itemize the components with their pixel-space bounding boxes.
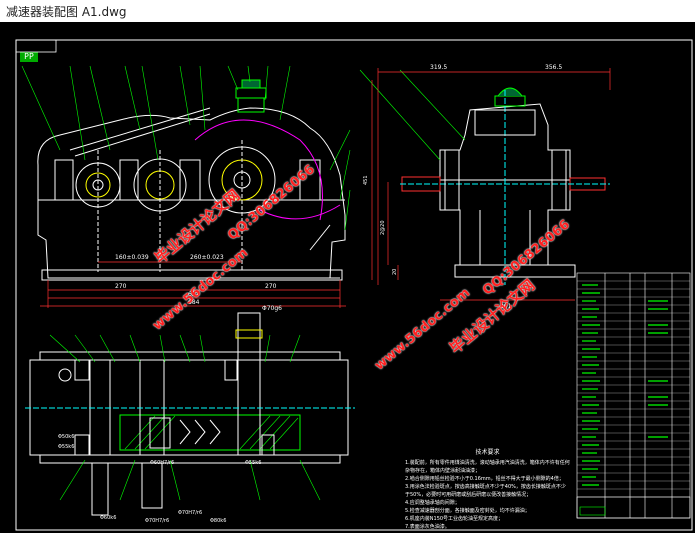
- dim-top-a: Φ50k6: [58, 434, 74, 440]
- top-bolt-1: [58, 368, 72, 382]
- front-boss-2: [119, 159, 139, 201]
- top-bearing-3: [224, 359, 238, 381]
- tech-note-line-7: 7.表面涂灰色油漆。: [405, 524, 450, 530]
- drawing-canvas[interactable]: PP: [0, 22, 695, 533]
- dim-side-top-right: 356.5: [545, 64, 562, 71]
- side-vent-body: [494, 95, 526, 107]
- parts-list-rows: [577, 280, 690, 498]
- parts-list-text-marks: [582, 284, 668, 486]
- front-boss-4: [299, 159, 321, 201]
- front-base-flange: [41, 269, 343, 281]
- top-mid-through: [139, 359, 165, 456]
- dim-top-bottom-b: Φ70H7/r6: [145, 518, 169, 524]
- front-boss-1: [54, 159, 74, 201]
- drawing-border: [15, 39, 693, 531]
- parts-list-frame: [576, 272, 691, 519]
- top-output-shaft: [237, 312, 261, 361]
- dim-side-height: 451: [363, 175, 369, 185]
- dim-top-c: Φ60H7/r6: [150, 460, 174, 466]
- tech-notes: 技术要求 1.装配前，所有零件用煤油清洗，滚动轴承用汽油清洗，箱体内不许有任何杂…: [405, 449, 570, 531]
- side-cover-inner: [474, 109, 536, 136]
- top-bearing-1: [74, 359, 90, 381]
- dim-front-center-left: 160±0.039: [115, 254, 149, 261]
- vent-plug: [241, 79, 261, 89]
- parts-list: [576, 272, 691, 519]
- dim-side-top-left: 319.5: [430, 64, 447, 71]
- dim-top-bottom-d: Φ80k6: [210, 518, 226, 524]
- border-tag-frame: [15, 39, 57, 53]
- tech-note-line-3: 3.用涂色法检验斑点，按齿高接触斑点不少于40%，按齿长接触斑点不少于50%，必…: [405, 484, 566, 498]
- top-housing-flange-bottom: [39, 454, 341, 464]
- side-view: [359, 69, 610, 285]
- top-input-shaft: [91, 462, 109, 516]
- side-leaders: [359, 69, 466, 161]
- window-title: 减速器装配图 A1.dwg: [6, 5, 127, 19]
- tech-note-line-2: 2.啮合侧隙用铅丝检验不小于0.16mm，铅丝不得大于最小侧隙的4倍；: [405, 476, 564, 482]
- top-herringbone: [179, 419, 221, 445]
- layer-tag: PP: [20, 52, 38, 62]
- vent-body: [237, 97, 265, 113]
- dim-front-base-left: 270: [115, 283, 127, 290]
- window-titlebar: 减速器装配图 A1.dwg: [0, 0, 695, 23]
- top-gear-large: [119, 414, 301, 451]
- dim-top-bottom-a: Φ60k6: [100, 515, 116, 521]
- side-vent-cap: [497, 87, 523, 97]
- front-shaft-2-outer: [133, 158, 187, 212]
- top-pinion: [149, 417, 171, 449]
- dim-top-b: Φ55k6: [58, 444, 74, 450]
- cad-drawing: 160±0.039 260±0.023 270 270 622 684: [15, 39, 693, 531]
- top-housing-flange-top: [39, 351, 341, 361]
- dim-top-d: Φ55k6: [245, 460, 261, 466]
- dim-top-bottom-c: Φ70H7/r6: [178, 510, 202, 516]
- tech-note-line-5: 5.检查减速器剖分面，各接触面及密封处，均不许漏油；: [405, 508, 530, 514]
- dim-front-span: 622: [188, 291, 200, 298]
- front-shaft-1-inner: [85, 172, 111, 198]
- front-housing-outline: [37, 107, 346, 279]
- top-output-key: [235, 329, 263, 339]
- tech-note-line-6: 6.机座内装N150号工业齿轮油至规定高度；: [405, 516, 504, 522]
- top-gear-hatch: [124, 415, 299, 450]
- front-cover-line-2: [74, 113, 211, 157]
- front-boss-3: [179, 159, 201, 201]
- dim-side-low: 20: [392, 269, 398, 275]
- side-bearing-left: [444, 149, 460, 211]
- top-bearing-2: [74, 434, 90, 456]
- dipstick: [309, 224, 331, 251]
- dim-side-base: 291: [500, 303, 512, 310]
- dim-side-mid: 2@20: [380, 220, 386, 235]
- vent-cap: [235, 87, 267, 99]
- front-gear-arc: [194, 119, 323, 221]
- dim-front-total: 684: [188, 299, 200, 306]
- dim-front-base-mid: 270: [265, 283, 277, 290]
- front-dims: [40, 261, 346, 308]
- front-gear-arc-2: [259, 204, 341, 220]
- top-mid-shaft: [141, 462, 163, 509]
- title-block-name: [579, 506, 606, 516]
- tech-note-line-1: 1.装配前，所有零件用煤油清洗，滚动轴承用汽油清洗，箱体内不许有任何杂物存在，箱…: [405, 460, 570, 474]
- side-bearing-right: [551, 149, 567, 211]
- top-view: [25, 312, 355, 516]
- top-leaders: [49, 334, 321, 501]
- side-housing-outline: [439, 103, 571, 266]
- dim-front-center-right: 260±0.023: [190, 254, 224, 261]
- dim-top-shaft: Φ70g6: [262, 305, 282, 312]
- tech-note-line-4: 4.应调整轴承轴向间隙；: [405, 500, 460, 506]
- side-dims: [371, 68, 611, 301]
- title-block: [576, 496, 691, 519]
- side-base: [454, 264, 576, 278]
- front-leaders: [21, 65, 351, 231]
- tech-notes-title: 技术要求: [475, 449, 500, 456]
- front-view: [21, 65, 351, 281]
- top-bearing-4: [261, 434, 275, 456]
